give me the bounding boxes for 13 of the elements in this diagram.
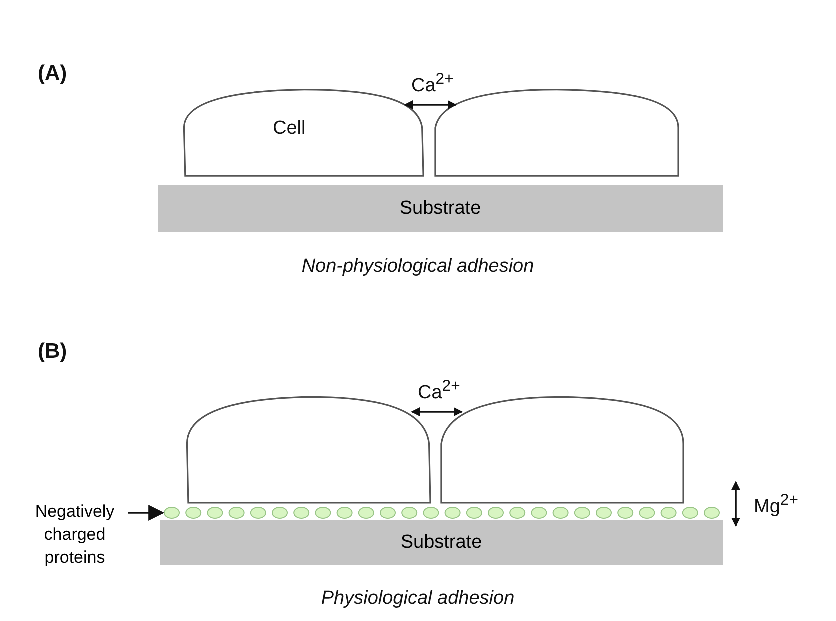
caption: Physiological adhesion	[321, 588, 515, 610]
arrow	[411, 408, 463, 416]
protein-layer	[164, 506, 720, 520]
panel-label: (A)	[38, 62, 68, 86]
panel-label: (B)	[38, 340, 68, 364]
callout-text: Negatively charged proteins	[16, 500, 134, 572]
ion-label: Mg$^{2+}$	[754, 492, 798, 518]
substrate-block: Substrate	[158, 185, 723, 232]
cell-label: Cell	[273, 118, 306, 140]
arrow	[404, 100, 457, 110]
arrow	[128, 505, 165, 521]
substrate-block: Substrate	[160, 520, 723, 565]
caption: Non-physiological adhesion	[302, 256, 534, 278]
